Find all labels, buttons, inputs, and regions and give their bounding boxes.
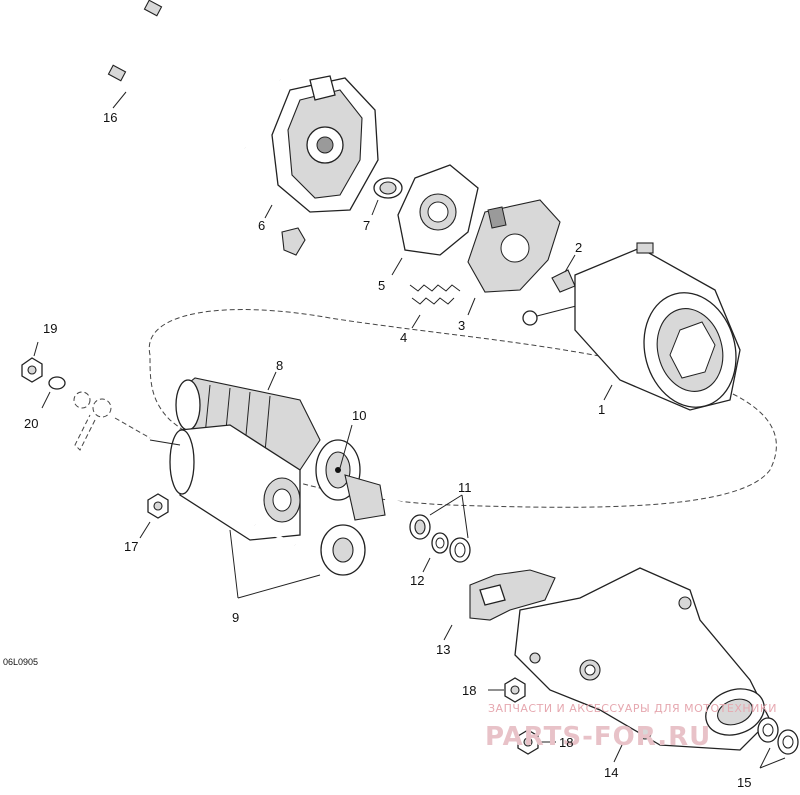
leader-8 <box>267 371 277 391</box>
part-16-through-bolts <box>107 0 281 149</box>
part-5-brush-plate <box>397 164 479 256</box>
callout-13: 13 <box>436 642 450 657</box>
leader-20 <box>41 391 51 409</box>
part-17-nut <box>147 493 169 519</box>
callout-19: 19 <box>43 321 57 336</box>
part-3-brush-holder <box>467 199 561 293</box>
callout-20: 20 <box>24 416 38 431</box>
part-7-bushing <box>373 177 403 199</box>
callout-2: 2 <box>575 240 582 255</box>
leader-4 <box>411 314 421 329</box>
part-11-rings <box>409 514 471 563</box>
leader-10 <box>339 424 353 469</box>
leader-7 <box>371 199 379 216</box>
callout-10: 10 <box>352 408 366 423</box>
callout-6: 6 <box>258 218 265 233</box>
part-19-nut <box>21 357 43 383</box>
terminal-lug-dashed <box>73 391 151 451</box>
leader-3 <box>467 297 476 316</box>
part-6-end-cover <box>271 75 379 213</box>
part-12-washer <box>431 532 449 554</box>
part-20-washer <box>48 376 66 390</box>
part-4-spring <box>409 284 461 305</box>
callout-7: 7 <box>363 218 370 233</box>
part-15-seals <box>757 717 799 755</box>
leader-15 <box>759 747 786 769</box>
callout-14: 14 <box>604 765 618 780</box>
callout-18-lower: 18 <box>559 735 573 750</box>
part-14-drive-housing <box>514 567 771 751</box>
part-6-small-bracket <box>281 227 306 256</box>
leader-5 <box>391 257 403 276</box>
callout-9: 9 <box>232 610 239 625</box>
callout-3: 3 <box>458 318 465 333</box>
leader-2 <box>564 254 576 273</box>
callout-8: 8 <box>276 358 283 373</box>
callout-17: 17 <box>124 539 138 554</box>
callout-4: 4 <box>400 330 407 345</box>
leader-12 <box>422 557 431 573</box>
leader-9 <box>229 529 321 599</box>
watermark-tagline: ЗАПЧАСТИ И АКСЕССУАРЫ ДЛЯ МОТОТЕХНИКИ <box>488 702 777 715</box>
leader-1 <box>603 384 613 401</box>
part-13-shift-lever <box>469 569 556 621</box>
callout-5: 5 <box>378 278 385 293</box>
callout-1: 1 <box>598 402 605 417</box>
leader-14 <box>613 744 623 763</box>
leader-19 <box>33 341 39 357</box>
leader-17 <box>139 521 151 539</box>
callout-15: 15 <box>737 775 751 790</box>
part-18-nut-upper <box>504 677 526 703</box>
leader-16 <box>112 91 127 109</box>
callout-12: 12 <box>410 573 424 588</box>
leader-6 <box>264 204 273 219</box>
leader-13 <box>443 624 453 641</box>
callout-11: 11 <box>458 480 472 495</box>
part-18-nut-lower <box>517 729 539 755</box>
part-8-armature <box>175 377 321 471</box>
watermark-brand: PARTS-FOR.RU <box>485 722 711 752</box>
callout-18-upper: 18 <box>462 683 476 698</box>
part-1-yoke-housing <box>574 242 741 411</box>
part-9-solenoid <box>149 424 366 576</box>
part-10-drive-gear <box>315 439 441 521</box>
reference-code: 06L0905 <box>3 657 38 667</box>
leader-11 <box>429 494 469 539</box>
callout-16: 16 <box>103 110 117 125</box>
